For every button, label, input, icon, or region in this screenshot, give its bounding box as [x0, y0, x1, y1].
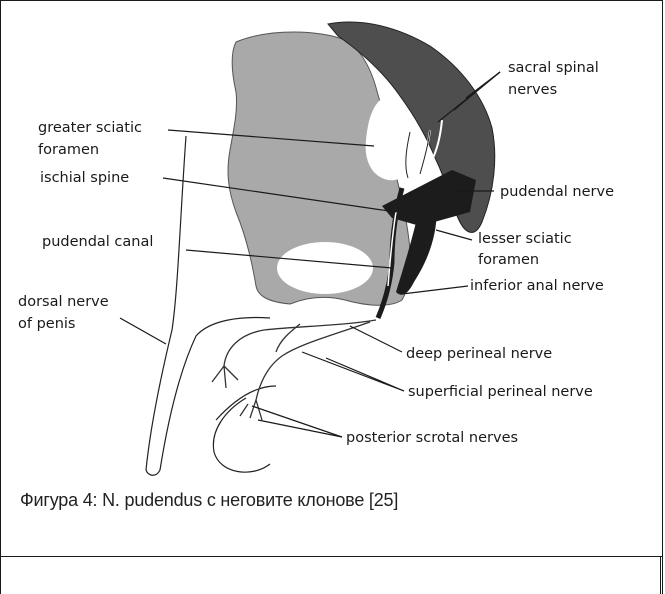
label-dorsal-nerve-of-penis-line1: dorsal nerve: [18, 294, 109, 310]
label-dorsal-nerve-of-penis: dorsal nerve of penis: [18, 294, 109, 332]
label-lesser-sciatic-foramen: lesser sciatic foramen: [478, 231, 572, 268]
label-lesser-sciatic-foramen-line1: lesser sciatic: [478, 231, 572, 247]
label-superficial-perineal-nerve: superficial perineal nerve: [408, 384, 593, 400]
label-greater-sciatic-foramen-line2: foramen: [38, 142, 99, 158]
label-pudendal-nerve: pudendal nerve: [500, 184, 614, 200]
label-deep-perineal-nerve: deep perineal nerve: [406, 346, 552, 362]
label-sacral-spinal-nerves: sacral spinal nerves: [508, 60, 599, 98]
label-ischial-spine: ischial spine: [40, 170, 129, 186]
label-dorsal-nerve-of-penis-line2: of penis: [18, 316, 75, 332]
label-inferior-anal-nerve: inferior anal nerve: [470, 278, 604, 294]
label-lesser-sciatic-foramen-line2: foramen: [478, 252, 539, 268]
figure-caption: Фигура 4: N. pudendus с неговите клонове…: [20, 490, 398, 511]
label-sacral-spinal-nerves-line1: sacral spinal: [508, 60, 599, 76]
label-greater-sciatic-foramen: greater sciatic foramen: [38, 120, 142, 158]
obturator-foramen: [277, 242, 373, 294]
label-pudendal-canal: pudendal canal: [42, 234, 153, 250]
label-sacral-spinal-nerves-line2: nerves: [508, 82, 557, 98]
label-greater-sciatic-foramen-line1: greater sciatic: [38, 120, 142, 136]
label-posterior-scrotal-nerves: posterior scrotal nerves: [346, 430, 518, 446]
